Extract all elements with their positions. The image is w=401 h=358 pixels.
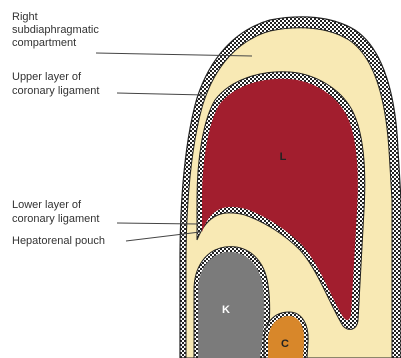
label-subphrenic-line2: subdiaphragmatic: [12, 25, 99, 36]
leader-upper-layer: [117, 93, 205, 95]
label-subphrenic-line3: compartment: [12, 38, 76, 49]
colon-letter: C: [281, 338, 289, 350]
label-lower-layer-line2: coronary ligament: [12, 214, 99, 225]
label-upper-layer-line1: Upper layer of: [12, 72, 81, 83]
label-subphrenic-line1: Right: [12, 12, 38, 23]
label-lower-layer-line1: Lower layer of: [12, 200, 81, 211]
kidney-letter: K: [222, 304, 230, 316]
kidney: [198, 252, 264, 358]
label-upper-layer-line2: coronary ligament: [12, 86, 99, 97]
liver-letter: L: [280, 151, 287, 163]
label-hepatorenal-pouch: Hepatorenal pouch: [12, 236, 105, 247]
